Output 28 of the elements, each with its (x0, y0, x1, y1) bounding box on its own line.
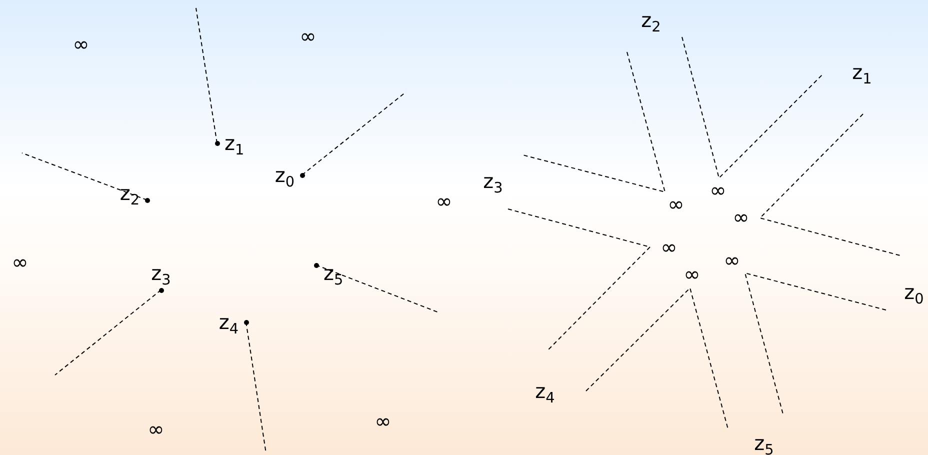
math-label: ∞ (436, 191, 452, 211)
math-label: ∞ (724, 250, 740, 270)
dashed-line (302, 92, 406, 176)
point-name: z$_{3}$ (151, 262, 171, 282)
math-label: ∞ (660, 237, 678, 257)
math-label: z$_{3}$ (483, 171, 503, 191)
point-name: z$_{5}$ (324, 262, 344, 282)
math-label: z$_{2}$ (641, 10, 661, 30)
dashed-line (54, 290, 162, 376)
math-label: ∞ (148, 419, 164, 439)
math-label: z$_{4}$ (535, 381, 555, 401)
math-label: ∞ (732, 207, 750, 227)
math-label: ∞ (684, 264, 700, 284)
dashed-line (22, 152, 148, 200)
math-label: ∞ (668, 194, 684, 214)
math-label: ∞ (12, 252, 28, 272)
math-label: ∞ (710, 180, 726, 200)
point-name: z$_{1}$ (224, 133, 244, 153)
math-label: ∞ (300, 26, 316, 46)
math-label: z$_{0}$ (904, 282, 924, 302)
point-name: z$_{4}$ (218, 312, 238, 332)
math-label: z$_{1}$ (852, 62, 872, 82)
math-label: ∞ (72, 34, 90, 54)
point-name: z$_{0}$ (274, 165, 294, 185)
math-label: ∞ (374, 411, 392, 431)
math-label: z$_{5}$ (754, 433, 774, 453)
point-name: z$_{2}$ (120, 182, 140, 202)
dashed-line (196, 8, 218, 144)
